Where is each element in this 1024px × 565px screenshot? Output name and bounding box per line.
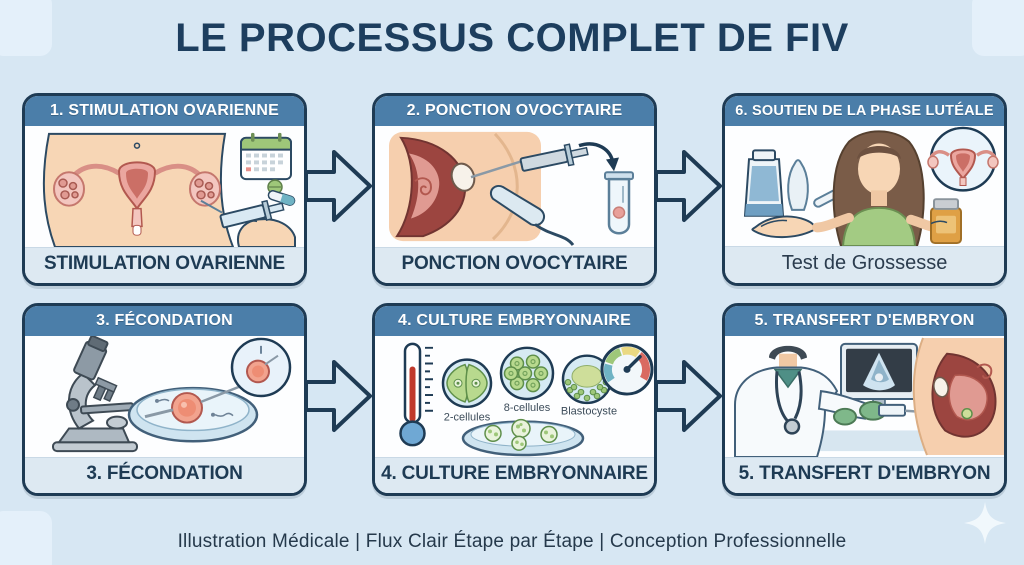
magnified-egg-icon bbox=[230, 337, 292, 398]
aspiration-needle bbox=[470, 160, 522, 179]
thermometer-icon bbox=[399, 342, 433, 447]
medication-bottle-icon bbox=[930, 198, 962, 245]
panel-stimulation-ovarienne: 1. STIMULATION OVARIENNE bbox=[22, 93, 307, 286]
culture-dish-icon bbox=[461, 418, 585, 457]
uterus-badge-icon bbox=[927, 126, 999, 192]
flow-arrow-step4-to-step5 bbox=[654, 360, 722, 432]
flow-arrow-step3-to-step4 bbox=[304, 360, 372, 432]
footer-caption: Illustration Médicale | Flux Clair Étape… bbox=[177, 531, 847, 552]
ovarian-stimulation-illustration bbox=[42, 132, 296, 247]
stage-label-blastocyst: Blastocyste bbox=[561, 406, 617, 418]
hand-with-syringe-icon bbox=[200, 199, 296, 247]
ultrasound-probe-icon bbox=[489, 185, 575, 246]
flow-arrow-step1-to-step2 bbox=[304, 150, 372, 222]
luteal-support-illustration bbox=[743, 126, 999, 246]
flow-arrow-step2-to-step6 bbox=[654, 150, 722, 222]
panel-caption-culture: 4. CULTURE EMBRYONNAIRE bbox=[375, 457, 654, 493]
pelvis-cross-section bbox=[912, 337, 1004, 456]
embryo-culture-illustration: 2-cellules 8-cellules Blastocyste bbox=[399, 342, 654, 457]
panel-header-ponction: 2. PONCTION OVOCYTAIRE bbox=[375, 96, 654, 126]
panel-fecondation: 3. FÉCONDATION bbox=[22, 303, 307, 496]
panel-header-soutien: 6. SOUTIEN DE LA PHASE LUTÉALE bbox=[725, 96, 1004, 126]
panel-caption-transfert: 5. TRANSFERT D'EMBRYON bbox=[725, 457, 1004, 493]
panel-caption-soutien: Test de Grossesse bbox=[725, 246, 1004, 283]
panel-body-transfert bbox=[725, 336, 1004, 457]
panel-ponction-ovocytaire: 2. PONCTION OVOCYTAIRE bbox=[372, 93, 657, 286]
panel-body-soutien bbox=[725, 126, 1004, 246]
corner-decoration-top-left bbox=[0, 0, 52, 56]
suppository-icon bbox=[787, 159, 809, 211]
page-title: LE PROCESSUS COMPLET DE FIV bbox=[175, 16, 849, 60]
stage-label-8cells: 8-cellules bbox=[504, 402, 551, 414]
panel-body-ponction bbox=[375, 126, 654, 247]
panel-header-stimulation: 1. STIMULATION OVARIENNE bbox=[25, 96, 304, 126]
panel-caption-stimulation: STIMULATION OVARIENNE bbox=[25, 247, 304, 283]
panel-soutien-phase-luteale: 6. SOUTIEN DE LA PHASE LUTÉALE bbox=[722, 93, 1007, 286]
panel-header-culture: 4. CULTURE EMBRYONNAIRE bbox=[375, 306, 654, 336]
panel-culture-embryonnaire: 4. CULTURE EMBRYONNAIRE bbox=[372, 303, 657, 496]
gauge-icon bbox=[600, 343, 654, 396]
corner-decoration-top-right bbox=[972, 0, 1024, 56]
uterus-icon bbox=[53, 161, 221, 236]
fertilization-illustration bbox=[52, 336, 292, 453]
panel-header-transfert: 5. TRANSFERT D'EMBRYON bbox=[725, 306, 1004, 336]
navel bbox=[133, 142, 141, 149]
stage-label-2cells: 2-cellules bbox=[444, 412, 491, 424]
sparkle-icon bbox=[964, 502, 1006, 544]
two-cell-stage-icon bbox=[441, 358, 493, 409]
presenting-hand-icon bbox=[751, 215, 816, 239]
panel-header-fecondation: 3. FÉCONDATION bbox=[25, 306, 304, 336]
cream-tube-icon bbox=[743, 149, 785, 217]
corner-decoration-bottom-left bbox=[0, 511, 52, 565]
fallopian-curl bbox=[414, 177, 433, 196]
embryo-transfer-illustration bbox=[734, 337, 1004, 457]
panel-caption-ponction: PONCTION OVOCYTAIRE bbox=[375, 247, 654, 283]
calendar-icon bbox=[240, 132, 292, 181]
panel-transfert-embryon: 5. TRANSFERT D'EMBRYON bbox=[722, 303, 1007, 496]
pills-icon bbox=[267, 179, 296, 206]
panel-body-fecondation bbox=[25, 336, 304, 457]
syringe-icon bbox=[519, 143, 589, 172]
egg-retrieval-illustration bbox=[389, 131, 634, 246]
eight-cell-stage-icon bbox=[499, 346, 555, 401]
panel-body-stimulation bbox=[25, 126, 304, 247]
microscope-icon bbox=[52, 336, 138, 453]
woman-figure bbox=[812, 130, 942, 246]
doctor-figure bbox=[734, 345, 887, 457]
panel-caption-fecondation: 3. FÉCONDATION bbox=[25, 457, 304, 493]
test-tube-icon bbox=[604, 171, 634, 235]
follicle bbox=[450, 162, 476, 192]
panel-body-culture: 2-cellules 8-cellules Blastocyste bbox=[375, 336, 654, 457]
transfer-arrow bbox=[578, 142, 619, 172]
thigh-fold bbox=[491, 132, 519, 241]
